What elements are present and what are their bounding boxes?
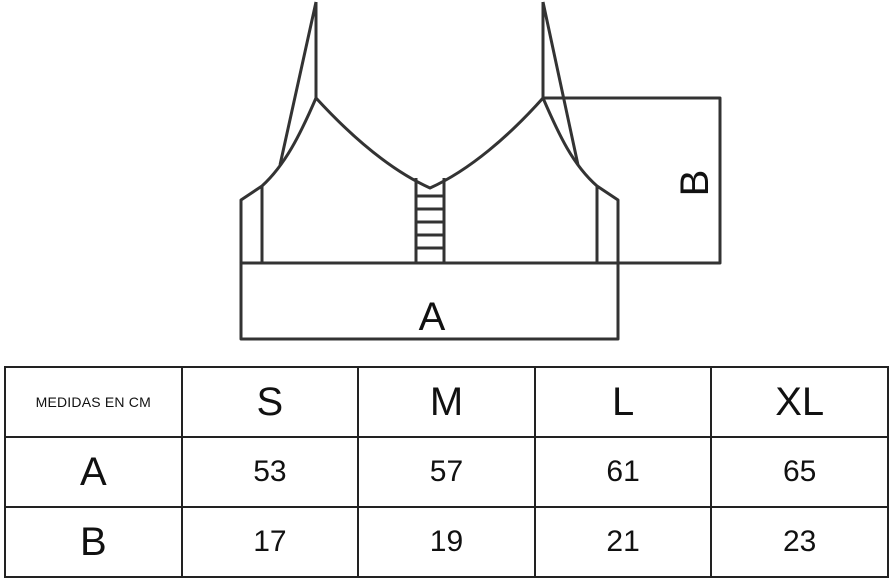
size-header-m: M	[357, 366, 536, 438]
right-side	[541, 97, 620, 263]
measure-b-label: B	[673, 170, 717, 197]
size-header-s: S	[180, 366, 360, 438]
table-row: B 17 19 21 23	[4, 506, 889, 578]
size-header-l: L	[533, 366, 713, 438]
table-row: A 53 57 61 65	[4, 436, 889, 508]
size-chart-table: MEDIDAS EN CM S M L XL A 53 57 61 65 B 1…	[4, 366, 889, 578]
size-header-xl: XL	[710, 366, 889, 438]
left-strap	[278, 1, 318, 166]
table-cell: 19	[357, 506, 536, 578]
table-cell: 57	[357, 436, 536, 508]
table-cell: 21	[533, 506, 713, 578]
measure-b-bracket	[543, 96, 722, 265]
center-closure	[414, 178, 446, 263]
row-label-a: A	[4, 436, 183, 508]
corner-label: MEDIDAS EN CM	[4, 366, 183, 438]
right-strap	[541, 1, 580, 166]
neckline	[314, 96, 545, 190]
left-side	[239, 97, 318, 263]
table-header-row: MEDIDAS EN CM S M L XL	[4, 366, 889, 438]
table-cell: 53	[180, 436, 360, 508]
table-cell: 61	[533, 436, 713, 508]
table-cell: 65	[710, 436, 889, 508]
underband	[239, 261, 620, 341]
garment-diagram: A B	[239, 1, 722, 341]
table-cell: 17	[180, 506, 360, 578]
table-cell: 23	[710, 506, 889, 578]
measure-a-label: A	[419, 295, 446, 339]
row-label-b: B	[4, 506, 183, 578]
